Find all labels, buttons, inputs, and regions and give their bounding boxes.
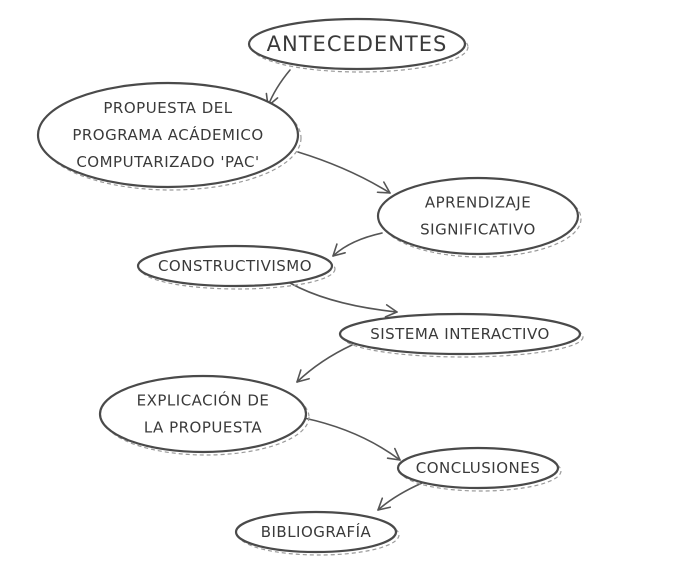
connector-line: [296, 344, 353, 383]
connector-aprendizaje-to-constructivismo: [332, 232, 383, 257]
node-sistema: SISTEMA INTERACTIVO: [338, 312, 584, 358]
connector-line: [332, 232, 383, 257]
node-label: PROPUESTA DEL: [103, 99, 232, 117]
node-bubble: [36, 81, 300, 189]
connectors-layer: [265, 69, 423, 511]
node-label: LA PROPUESTA: [144, 419, 263, 437]
node-label: EXPLICACIÓN DE: [137, 391, 270, 410]
arrowhead-icon: [386, 447, 401, 461]
connector-line: [377, 482, 423, 511]
connector-constructivismo-to-sistema: [289, 282, 398, 318]
connector-line: [267, 69, 291, 107]
node-label: SIGNIFICATIVO: [420, 221, 536, 239]
arrowhead-icon: [384, 304, 398, 318]
connector-explicacion-to-conclusiones: [303, 417, 401, 461]
node-bubble: [338, 312, 582, 356]
node-label: SISTEMA INTERACTIVO: [370, 325, 550, 343]
node-bubble: [396, 446, 560, 490]
connector-sistema-to-explicacion: [296, 344, 353, 383]
node-label: CONCLUSIONES: [416, 459, 541, 477]
node-label: COMPUTARIZADO 'PAC': [76, 153, 259, 171]
node-conclusiones: CONCLUSIONES: [396, 446, 562, 492]
connector-line: [303, 417, 401, 461]
arrowhead-icon: [296, 369, 310, 383]
nodes-layer: ANTECEDENTES PROPUESTA DEL PROGRAMA ACÁDEM…: [36, 17, 584, 556]
node-aprendizaje: APRENDIZAJE SIGNIFICATIVO: [376, 176, 582, 258]
node-bibliografia: BIBLIOGRAFÍA: [234, 510, 400, 556]
connector-propuesta-to-aprendizaje: [297, 151, 391, 194]
node-label: APRENDIZAJE: [425, 194, 531, 212]
node-bubble: [376, 176, 580, 256]
connector-conclusiones-to-bibliografia: [377, 482, 423, 511]
node-bubble: [234, 510, 398, 554]
node-label: PROGRAMA ACÁDEMICO: [72, 125, 263, 144]
node-explicacion: EXPLICACIÓN DE LA PROPUESTA: [98, 374, 310, 456]
node-label: ANTECEDENTES: [267, 32, 448, 56]
node-bubble: [98, 374, 308, 454]
node-bubble: [136, 244, 334, 288]
arrowhead-icon: [377, 497, 392, 511]
connector-antecedentes-to-propuesta: [265, 69, 291, 107]
node-antecedentes: ANTECEDENTES: [247, 17, 469, 73]
arrowhead-icon: [376, 181, 391, 194]
node-propuesta: PROPUESTA DEL PROGRAMA ACÁDEMICO COMPUTARI…: [36, 81, 302, 191]
node-label: CONSTRUCTIVISMO: [158, 257, 312, 275]
node-bubble: [247, 17, 467, 71]
node-constructivismo: CONSTRUCTIVISMO: [136, 244, 336, 290]
connector-line: [297, 151, 391, 194]
connector-line: [289, 282, 398, 313]
node-label: BIBLIOGRAFÍA: [261, 522, 372, 541]
arrowhead-icon: [332, 243, 346, 257]
